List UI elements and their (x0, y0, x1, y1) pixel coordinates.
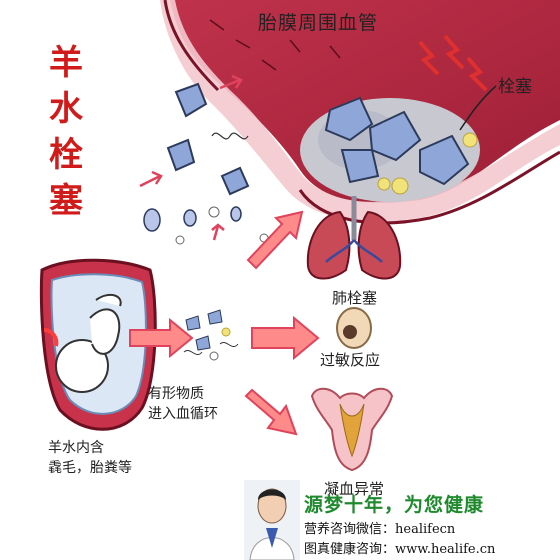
arrow-to-allergy (251, 315, 320, 361)
particle-cluster (183, 309, 239, 361)
footer-website: 图真健康咨询：www.healife.cn (304, 542, 496, 557)
title-char: 水 (49, 89, 83, 129)
scattered-particles (143, 82, 269, 245)
flow-arrows (139, 74, 243, 241)
footer-slogan: 源梦十年，为您健康 (304, 494, 485, 516)
uterus-fetus (39, 258, 157, 431)
circulation-label-line1: 有形物质 (148, 386, 204, 402)
amniotic-contents-label: 羊水内含 毳毛，胎粪等 (48, 438, 168, 478)
main-title: 羊 水 栓 塞 (44, 40, 88, 224)
lightning-marks (418, 34, 488, 92)
amniotic-label-line1: 羊水内含 (48, 440, 104, 456)
arrow-to-pulmonary (246, 210, 304, 270)
embolus-label: 栓塞 (498, 77, 532, 97)
title-char: 塞 (49, 181, 83, 221)
pulmonary-embolism-label: 肺栓塞 (332, 289, 378, 307)
coagulation-label: 凝血异常 (324, 480, 385, 498)
doctor-avatar (244, 480, 300, 560)
amniotic-label-line2: 毳毛，胎粪等 (48, 460, 132, 476)
lungs-image (306, 196, 402, 280)
circulation-label: 有形物质 进入血循环 (148, 384, 258, 424)
footer-wechat: 营养咨询微信：healifecn (304, 522, 456, 537)
allergic-reaction-label: 过敏反应 (320, 351, 381, 369)
title-char: 栓 (49, 135, 83, 175)
embolus-mass (300, 96, 480, 202)
allergy-cell-image (336, 307, 372, 349)
vessel-label: 胎膜周围血管 (258, 12, 379, 34)
arrow-to-coagulation (244, 388, 298, 436)
embolus-pointer (459, 85, 497, 131)
title-char: 羊 (49, 43, 83, 83)
circulation-label-line2: 进入血循环 (148, 406, 218, 422)
arrow-to-circulation (129, 317, 194, 359)
uterus-outcome-image (310, 387, 394, 472)
